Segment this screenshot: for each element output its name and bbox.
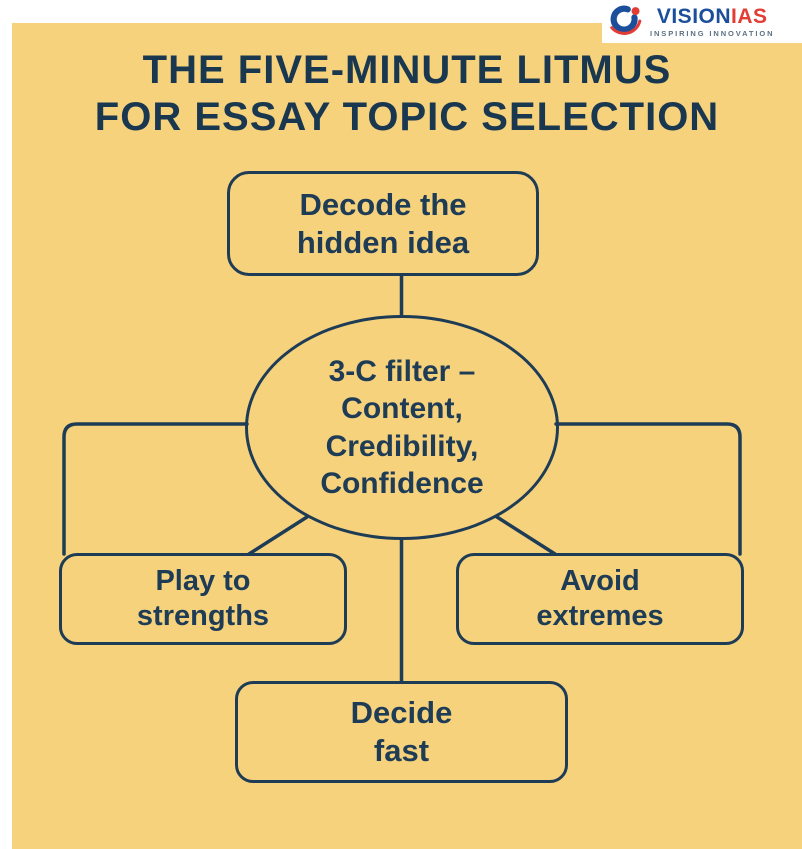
node-avoid-extremes: Avoid extremes — [456, 553, 744, 645]
page-title: THE FIVE-MINUTE LITMUS FOR ESSAY TOPIC S… — [94, 48, 720, 139]
visionias-logo: VISIONIAS INSPIRING INNOVATION — [602, 0, 802, 43]
logo-tagline: INSPIRING INNOVATION — [650, 28, 775, 38]
connector-left-diagonal — [247, 515, 309, 556]
logo-vision-text: VISION — [656, 4, 732, 28]
node-decode-hidden-idea: Decode the hidden idea — [227, 171, 539, 276]
connector-right-diagonal — [495, 515, 557, 556]
node-decide-fast: Decide fast — [235, 681, 568, 783]
node-3c-filter: 3-C filter – Content, Credibility, Confi… — [245, 315, 559, 540]
visionias-wordmark: VISIONIAS INSPIRING INNOVATION — [650, 6, 774, 38]
connector-left-elbow — [62, 422, 249, 556]
visionias-logo-icon — [610, 5, 642, 35]
node-play-to-strengths: Play to strengths — [59, 553, 347, 645]
logo-ias-text: IAS — [731, 4, 768, 28]
connector-right-elbow — [554, 422, 742, 556]
